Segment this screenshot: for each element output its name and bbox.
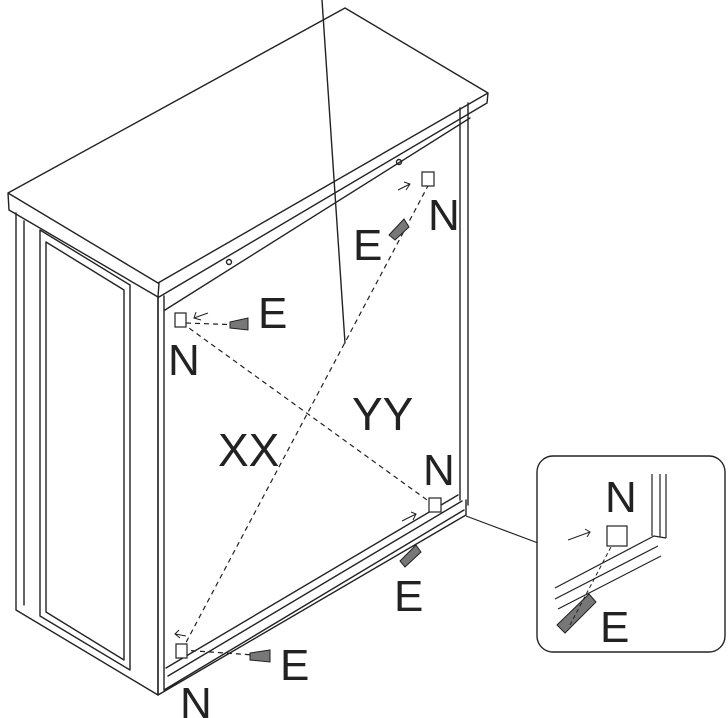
cabinet-back-frame [157, 102, 471, 696]
hole [225, 258, 233, 266]
detail-inset: N E [536, 455, 726, 653]
bottom-rail [165, 494, 463, 677]
pointer-line [321, 0, 346, 344]
arrow [401, 511, 417, 522]
fitting-bottom-left [175, 643, 188, 659]
fitting-label: N [423, 446, 455, 495]
diagonal-yy [181, 322, 435, 506]
fitting-label: N [168, 336, 200, 385]
screw-label: E [258, 289, 287, 338]
inset-fitting [606, 525, 628, 547]
arrow [174, 629, 187, 639]
fitting-label: N [605, 473, 637, 522]
fitting-bottom-right [428, 497, 442, 513]
cabinet-side [15, 212, 159, 696]
screw-bottom-left [249, 649, 271, 663]
screw-top-left [229, 317, 249, 331]
screw-label: E [280, 641, 309, 690]
diagonal-xx [181, 181, 431, 651]
arrow [193, 311, 209, 321]
screw-bottom-right [399, 544, 422, 568]
arrow [397, 181, 411, 191]
fitting-label: N [180, 679, 212, 718]
callout-leader [465, 515, 539, 544]
fitting-top-left [174, 312, 187, 328]
diagonal-label-yy: YY [352, 388, 413, 440]
inset-screw [556, 593, 597, 634]
cabinet-top [7, 7, 489, 298]
screw-label: E [353, 221, 382, 270]
fitting-label: N [428, 191, 460, 240]
hole [395, 158, 403, 166]
screw-label: E [600, 603, 629, 652]
fitting-top-right [421, 171, 435, 187]
screw-top-right [388, 218, 410, 241]
arrow [567, 528, 591, 541]
diagonal-label-xx: XX [218, 424, 279, 476]
screw-label: E [394, 572, 423, 621]
